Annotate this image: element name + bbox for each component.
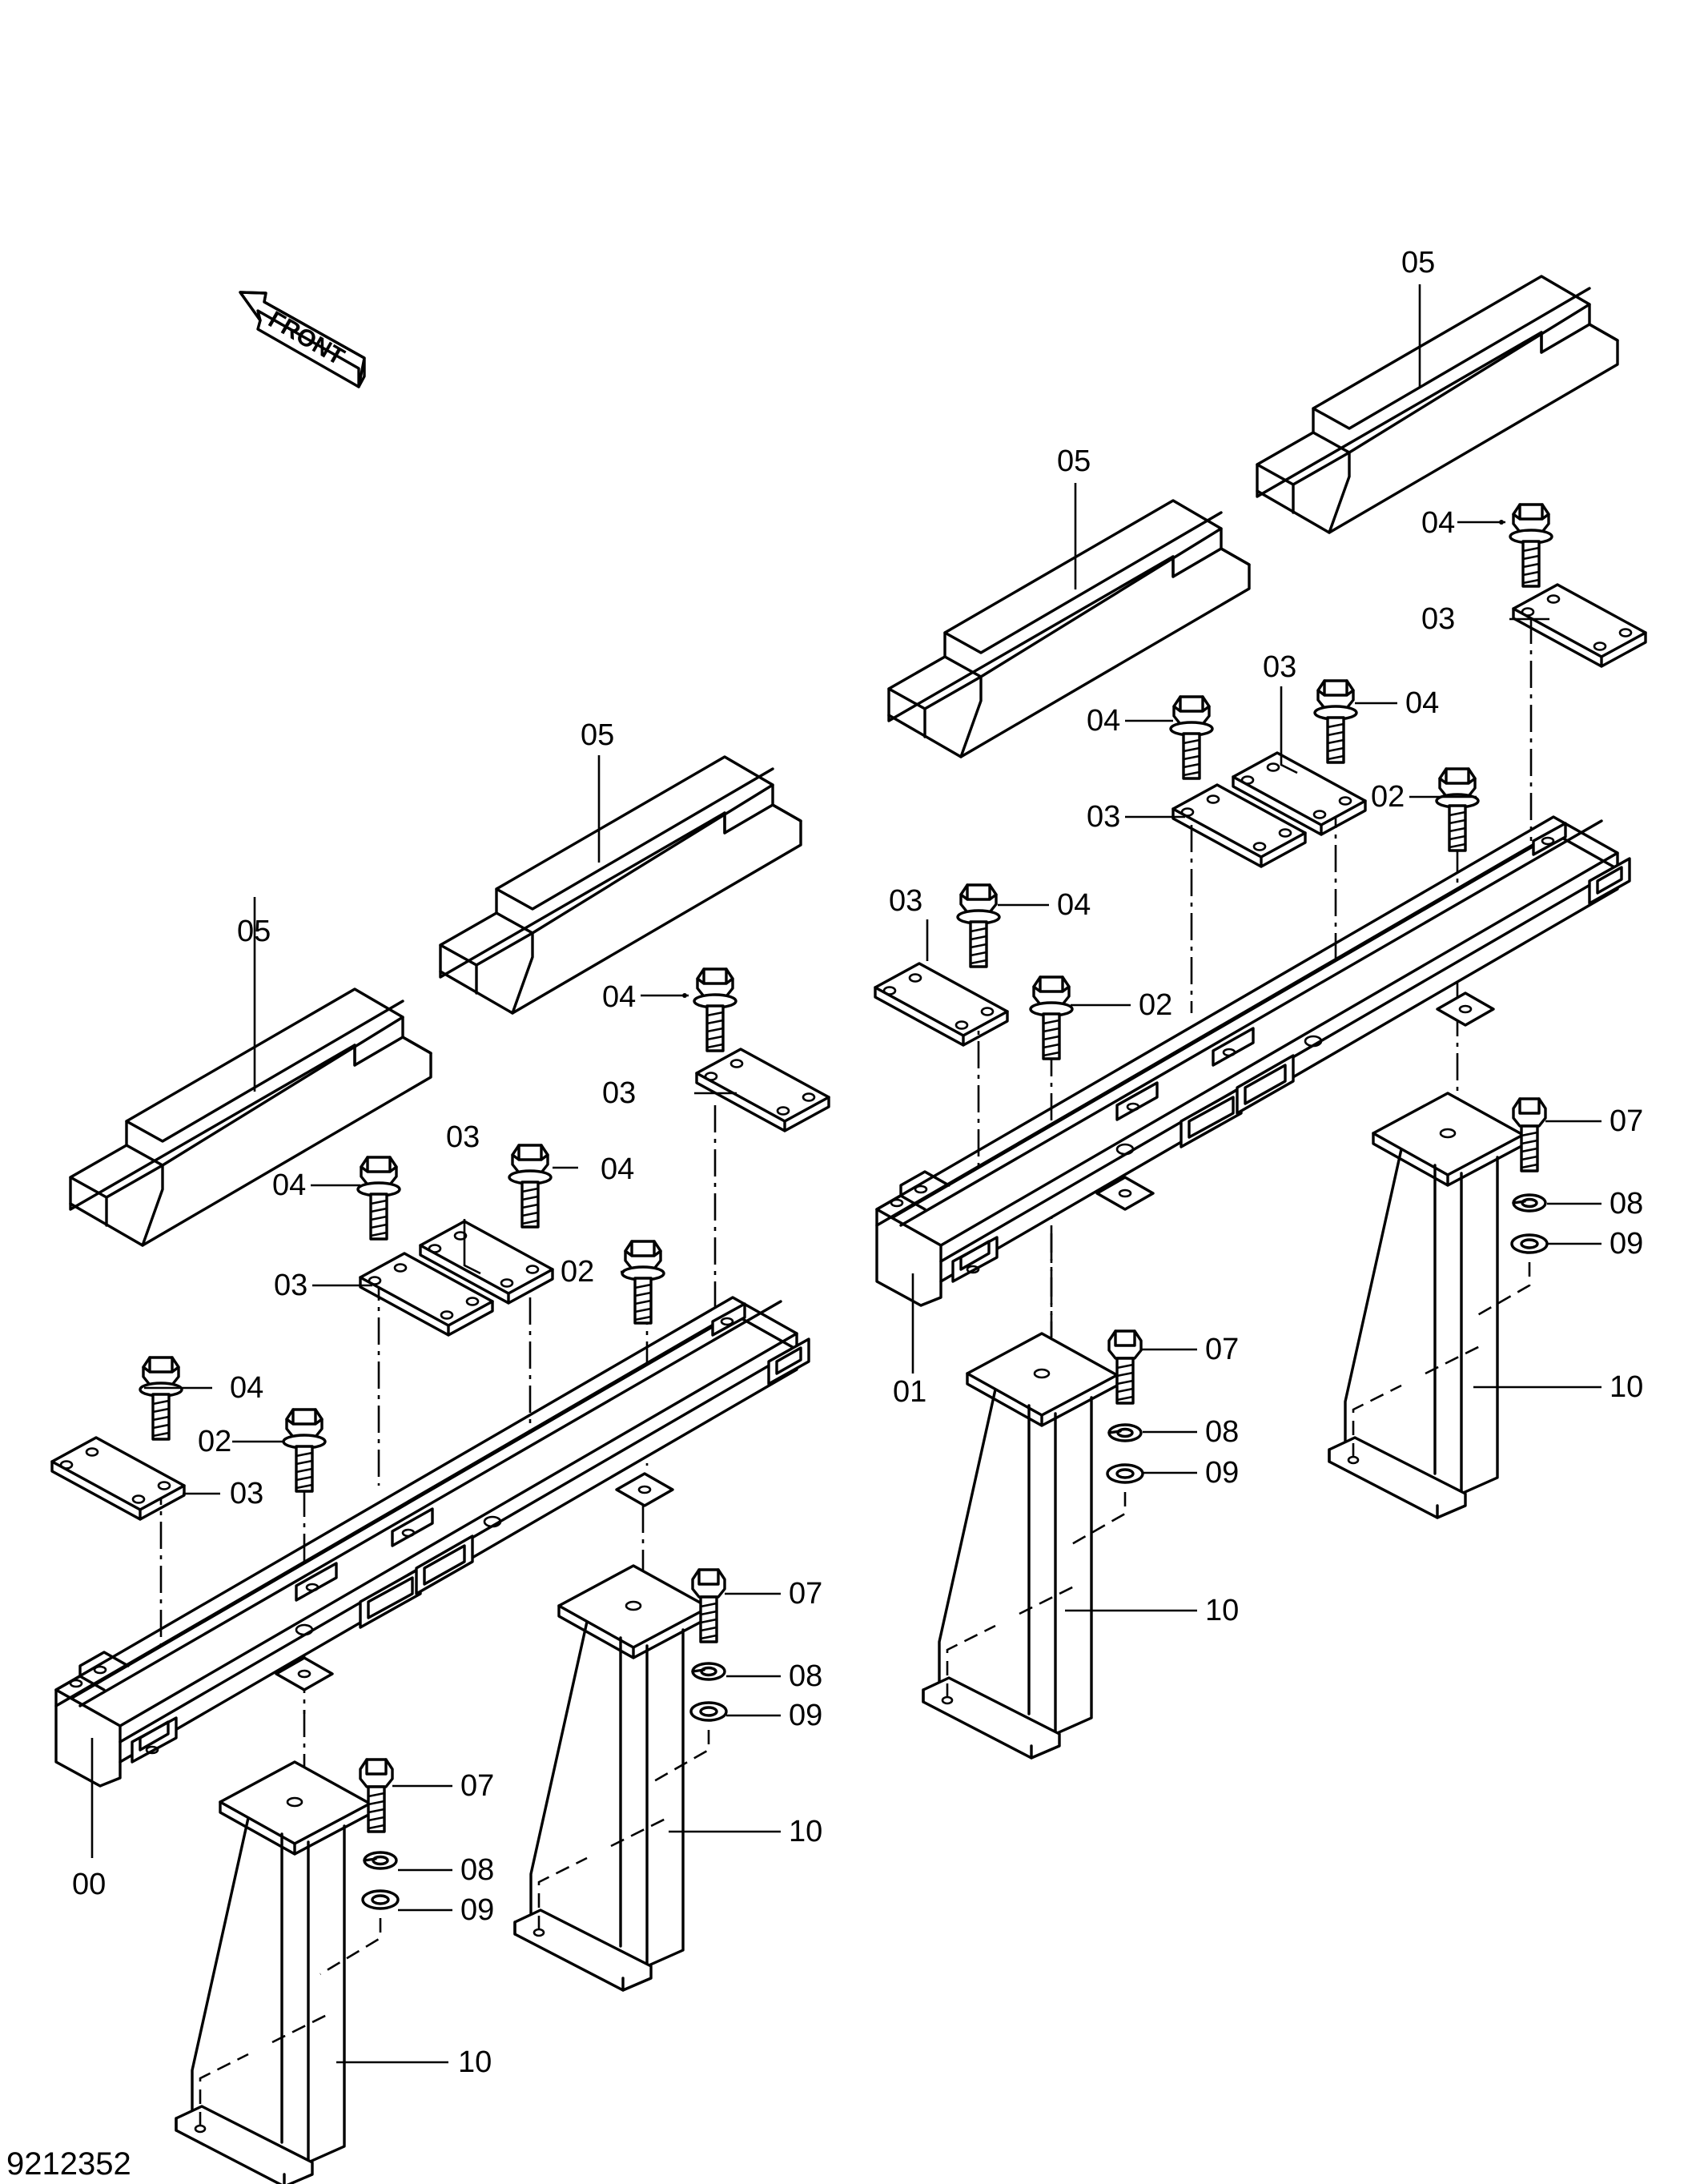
callout-b-bar-left: 05 (1057, 444, 1091, 478)
callout-b-frame: 01 (893, 1375, 926, 1409)
bolt-a-near (139, 1356, 183, 1441)
callout-a-bolt2-a: 02 (198, 1425, 231, 1458)
callout-a-leg-b: 10 (789, 1815, 822, 1848)
plate-b-near (874, 962, 1009, 1047)
drawing-number: 9212352 (6, 2146, 131, 2182)
callout-a-bolt-mid-b: 04 (601, 1152, 634, 1186)
washer8-a1 (363, 1851, 398, 1870)
washer8-b2 (1512, 1193, 1547, 1213)
callout-a-washer8-a: 08 (460, 1853, 494, 1887)
bolt-b-far (1509, 503, 1553, 588)
callout-b-bolt7-a: 07 (1205, 1333, 1239, 1366)
plate-a-far (695, 1048, 830, 1132)
callout-b-bar-right: 05 (1401, 246, 1435, 280)
bar-b-right (1256, 275, 1619, 534)
callouts: 05 05 04 03 03 04 04 03 02 04 02 03 00 0… (72, 246, 1643, 2079)
callout-b-washer9-b: 09 (1610, 1227, 1643, 1261)
leg-a2 (513, 1564, 710, 1992)
bolt-b-mid1 (1169, 695, 1214, 780)
washer8-b1 (1107, 1423, 1143, 1442)
callout-a-plate-mid-b: 03 (446, 1120, 480, 1154)
callout-a-leg-a: 10 (458, 2045, 492, 2079)
plate-b-far (1512, 583, 1647, 668)
callout-b-bolt2-a: 02 (1139, 988, 1172, 1022)
callout-b-bolt-far: 04 (1421, 506, 1455, 540)
washer9-b1 (1106, 1463, 1144, 1484)
leg-b2 (1328, 1092, 1525, 1519)
bolt-b-mid2 (1313, 679, 1358, 764)
bolt2-b1 (1029, 975, 1074, 1060)
callout-b-bolt2-b: 02 (1371, 780, 1405, 814)
bolt2-a1 (282, 1408, 327, 1493)
callout-b-washer9-a: 09 (1205, 1456, 1239, 1490)
plate-a-near (50, 1436, 186, 1521)
bolt-a-mid2 (508, 1144, 553, 1229)
callout-a-bolt2-b: 02 (561, 1255, 594, 1289)
front-arrow-icon: FRONT (239, 291, 366, 388)
leg-b1 (922, 1332, 1119, 1760)
callout-b-plate-mid-b: 03 (1263, 650, 1296, 684)
assembly-b (874, 275, 1647, 1760)
callout-a-bolt-near: 04 (230, 1371, 263, 1405)
callout-a-bolt-mid-a: 04 (272, 1168, 306, 1202)
callout-a-washer9-a: 09 (460, 1893, 494, 1927)
callout-b-bolt7-b: 07 (1610, 1104, 1643, 1138)
callout-b-bolt-near: 04 (1057, 888, 1091, 922)
callout-a-bolt7-a: 07 (460, 1769, 494, 1803)
callout-a-bolt-far: 04 (602, 980, 636, 1014)
callout-a-frame: 00 (72, 1868, 106, 1901)
callout-a-bolt7-b: 07 (789, 1577, 822, 1611)
washer9-a2 (689, 1701, 728, 1722)
callout-b-leg-a: 10 (1205, 1594, 1239, 1627)
washer9-b2 (1510, 1233, 1549, 1254)
assembly-a (50, 755, 830, 2184)
callout-b-leg-b: 10 (1610, 1370, 1643, 1404)
bar-a-right (439, 755, 802, 1015)
callout-a-washer8-b: 08 (789, 1659, 822, 1693)
callout-a-plate-far: 03 (602, 1076, 636, 1110)
bolt-b-near (956, 883, 1001, 968)
callout-a-bar-left: 05 (237, 915, 271, 948)
callout-a-plate-near: 03 (230, 1477, 263, 1510)
bolt-a-far (693, 967, 737, 1052)
leader-lines (90, 284, 1602, 2064)
washer8-a2 (691, 1662, 726, 1681)
callout-b-plate-near: 03 (889, 884, 922, 918)
bolt7-a1 (359, 1758, 394, 1833)
callout-b-bolt-mid-a: 04 (1087, 704, 1120, 738)
bolt2-a2 (621, 1240, 665, 1325)
callout-b-bolt-mid-b: 04 (1405, 686, 1439, 720)
washer9-a1 (361, 1889, 400, 1910)
callout-a-bar-right: 05 (581, 718, 614, 752)
callout-a-washer9-b: 09 (789, 1699, 822, 1732)
bolt-a-mid1 (356, 1156, 401, 1241)
callout-b-washer8-b: 08 (1610, 1187, 1643, 1221)
bolt2-b2 (1435, 767, 1480, 852)
bolt7-b1 (1107, 1329, 1143, 1405)
callout-a-plate-mid-a: 03 (274, 1269, 307, 1302)
callout-b-washer8-a: 08 (1205, 1415, 1239, 1449)
callout-b-plate-mid-a: 03 (1087, 800, 1120, 834)
callout-b-plate-far: 03 (1421, 602, 1455, 636)
leg-a1 (175, 1760, 372, 2184)
